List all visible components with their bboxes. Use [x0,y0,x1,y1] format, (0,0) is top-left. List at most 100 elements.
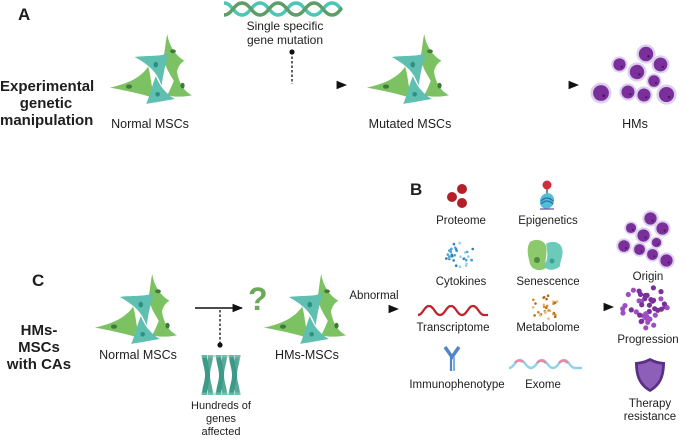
dot [553,301,557,304]
dot [646,302,652,308]
dot [552,312,555,316]
dot [452,259,455,262]
dot [545,304,549,308]
omics-label-exome: Exome [525,379,561,391]
side-label-line: with CAs [6,356,72,373]
panel-a-side-label: Experimental genetic manipulation [0,78,95,129]
dot [458,241,461,245]
dot [445,257,448,260]
dot [454,264,458,267]
origin-cells-icon [616,210,675,269]
dot [454,246,457,249]
stage-label-mutated-mscs: Mutated MSCs [368,117,452,131]
dot [546,294,550,297]
panel-a-letter: A [18,5,31,24]
dot [652,312,658,318]
stage-label-hms: HMs [622,117,648,131]
mutation-dot [289,49,295,55]
dot [637,312,643,318]
dot [538,313,542,317]
dot [620,310,626,316]
dna-helix-icon [223,1,344,17]
dot [531,306,535,309]
dot [633,309,639,315]
dot [545,297,548,301]
dot [465,262,468,266]
hms-msc-cells-icon [263,274,347,344]
outcome-label-line: resistance [623,411,677,423]
dot [658,306,664,312]
dot [658,289,664,295]
rna-icon [417,304,488,317]
exome-icon [508,358,582,370]
shield-icon [635,358,665,392]
question-mark-icon: ? [248,281,268,317]
antibody-icon [443,345,461,371]
mutation-label: Single specific gene mutation [230,19,340,47]
dot [466,255,470,258]
dot [459,255,462,258]
stage-label-normal-mscs-c: Normal MSCs [99,348,177,362]
dot [544,311,547,314]
dot [448,255,451,258]
dot [547,309,550,312]
outcome-label-line: Therapy [628,398,672,410]
cytokines-icon [445,241,474,268]
outcome-label-progression: Progression [617,334,679,346]
dot [464,264,468,268]
dot [643,325,649,331]
chromosomes-icon [201,355,241,395]
side-label-line: HMs-MSCs [18,322,60,356]
dot [651,297,657,303]
dot [465,258,468,262]
omics-label-proteome: Proteome [436,215,486,227]
dot [553,315,557,318]
abnormal-label: Abnormal [349,290,399,302]
dot [542,303,546,307]
dot [630,287,636,293]
dot [452,242,456,246]
progression-cells-icon [620,285,670,331]
stage-label-hms-mscs: HMs-MSCs [275,348,339,362]
metabolites-icon [531,294,559,320]
dot [547,317,550,320]
mutation-label-line: gene mutation [246,33,324,47]
omics-label-immunophenotype: Immunophenotype [409,379,505,391]
protein-icon [447,184,467,208]
dot [446,253,450,256]
dot [542,305,546,309]
genes-affected-line: affected [201,426,241,438]
dot [636,298,642,304]
genes-affected-line: genes [206,413,236,425]
side-label-line: Experimental [0,78,95,95]
panel-b-letter: B [410,180,423,199]
genes-affected-label: Hundreds of genes affected [185,400,257,439]
dot [639,318,645,324]
dot [532,298,535,302]
dot [644,314,650,320]
omics-label-epigenetics: Epigenetics [518,215,578,227]
dot [462,257,465,261]
dot [537,311,540,314]
dot [639,302,645,308]
panel-c-side-label: HMs-MSCs with CAs [0,322,78,373]
side-label-line: manipulation [0,112,94,129]
genes-dot [217,342,223,348]
dot [636,288,642,294]
dot [450,247,453,251]
dot [650,285,656,291]
omics-label-senescence: Senescence [516,276,580,288]
dot [628,307,634,313]
dot [625,291,631,298]
dot [471,247,474,251]
dot [470,258,473,262]
dot [664,305,670,311]
mutation-label-line: Single specific [246,19,324,33]
omics-label-metabolome: Metabolome [516,322,580,334]
dot [622,303,628,309]
dot [651,322,657,328]
dot [644,292,650,298]
dot [534,302,537,305]
